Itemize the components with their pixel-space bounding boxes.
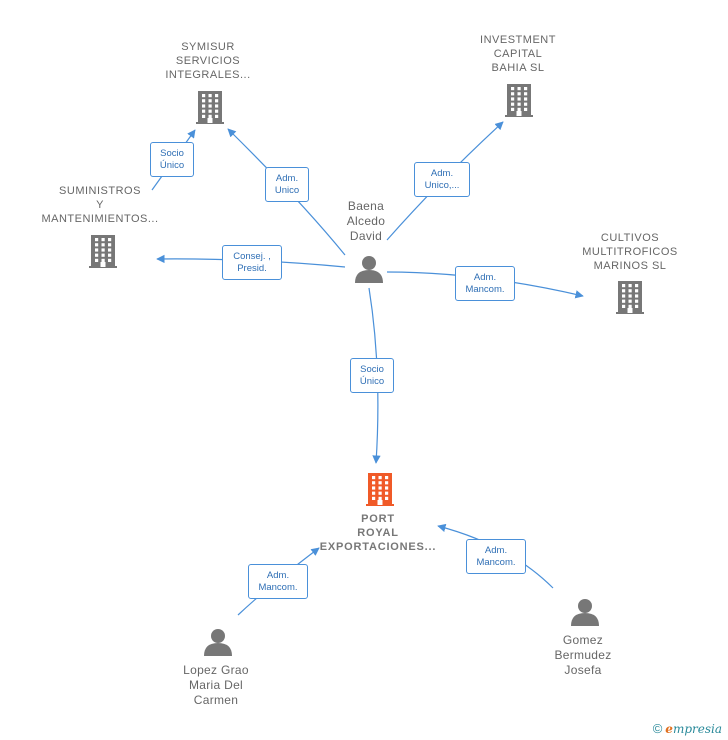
copyright-icon: © (652, 721, 663, 736)
person-icon (355, 256, 383, 283)
edge-label-baena-port[interactable]: Socio Único (350, 358, 394, 393)
edge-label-suministros-symisur[interactable]: Socio Único (150, 142, 194, 177)
edge-label-baena-cultivos[interactable]: Adm. Mancom. (455, 266, 515, 301)
person-label-baena[interactable]: Baena Alcedo David (346, 199, 386, 243)
building-icon (366, 473, 394, 506)
building-icon (505, 84, 533, 117)
person-label-lopez[interactable]: Lopez Grao Maria Del Carmen (183, 663, 249, 707)
edge-label-gomez-port[interactable]: Adm. Mancom. (466, 539, 526, 574)
company-label-suministros[interactable]: SUMINISTROS Y MANTENIMIENTOS... (41, 185, 159, 225)
person-icon (204, 629, 232, 656)
edge-label-baena-investment[interactable]: Adm. Unico,... (414, 162, 470, 197)
company-label-cultivos[interactable]: CULTIVOS MULTITROFICOS MARINOS SL (582, 232, 678, 272)
empresia-brand[interactable]: ©empresia (652, 721, 722, 736)
edge-label-baena-suministros[interactable]: Consej. , Presid. (222, 245, 282, 280)
edge-label-baena-symisur[interactable]: Adm. Unico (265, 167, 309, 202)
building-icon (89, 235, 117, 268)
building-icon (196, 91, 224, 124)
edge-label-lopez-port[interactable]: Adm. Mancom. (248, 564, 308, 599)
company-label-investment[interactable]: INVESTMENT CAPITAL BAHIA SL (480, 34, 556, 74)
company-label-symisur[interactable]: SYMISUR SERVICIOS INTEGRALES... (165, 41, 251, 81)
person-label-gomez[interactable]: Gomez Bermudez Josefa (554, 633, 612, 677)
company-label-port-royal[interactable]: PORT ROYAL EXPORTACIONES... (319, 513, 437, 553)
person-icon (571, 599, 599, 626)
building-icon (616, 281, 644, 314)
